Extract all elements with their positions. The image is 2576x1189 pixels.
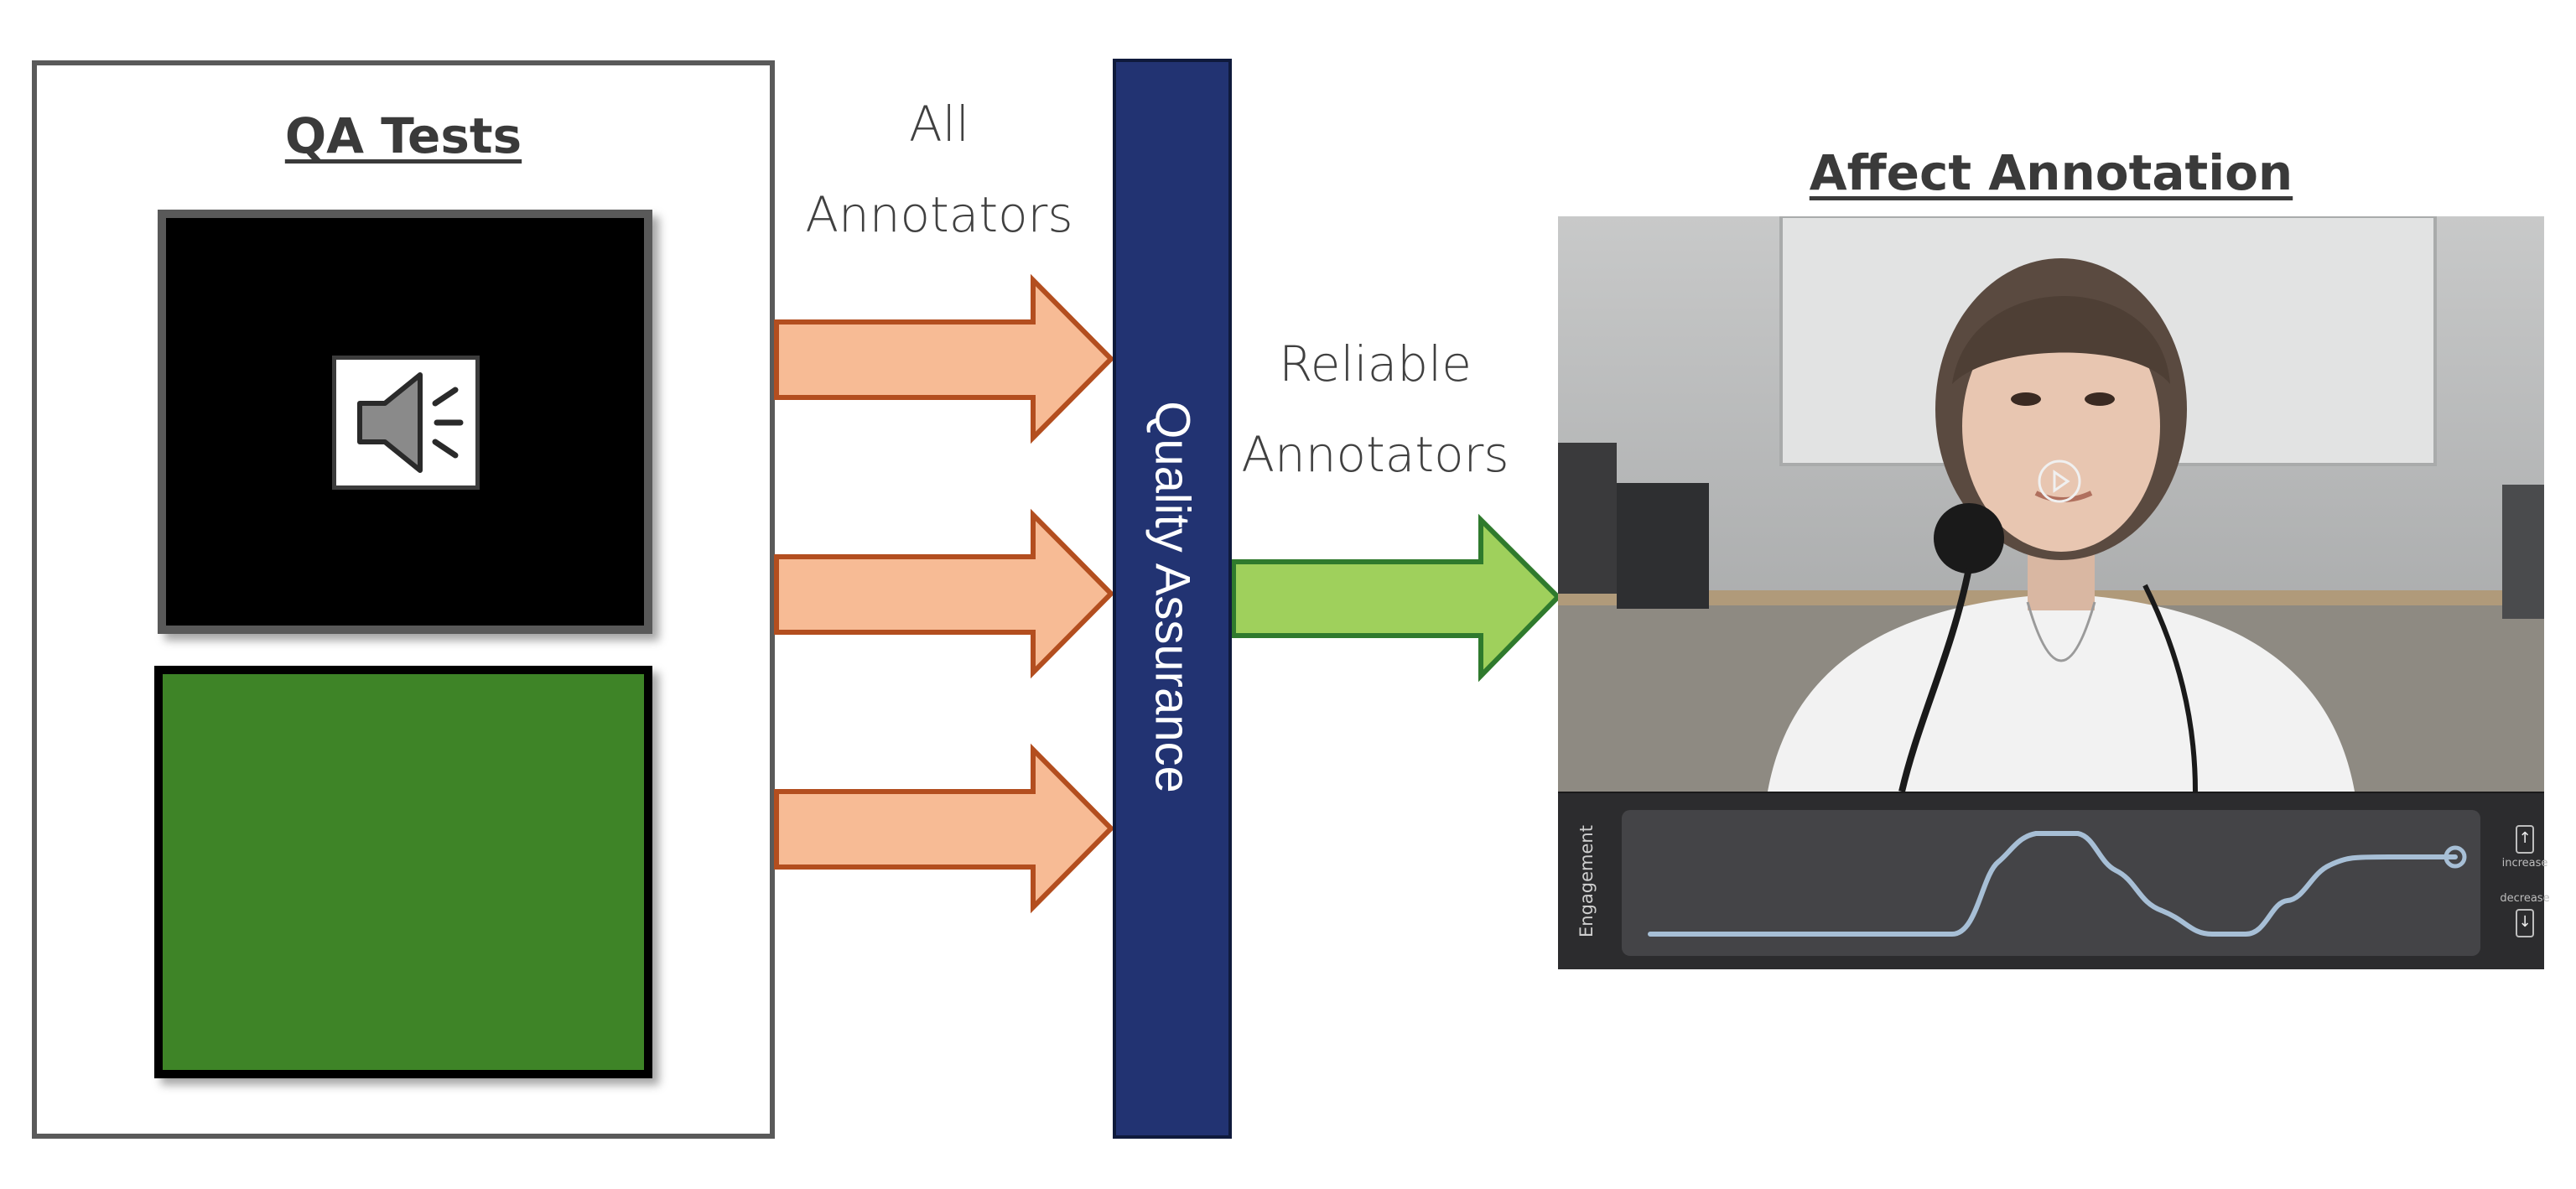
input-arrow-bottom: [774, 743, 1115, 914]
affect-annotation-title: Affect Annotation: [1809, 144, 2293, 201]
quality-assurance-label: Quality Assurance: [1145, 401, 1200, 793]
qa-tests-title: QA Tests: [284, 107, 522, 164]
decrease-label: decrease: [2500, 892, 2550, 905]
increase-label: increase: [2501, 857, 2548, 870]
trace-cursor: [2444, 845, 2467, 869]
input-arrow-top: [774, 273, 1115, 444]
reliable-annotators-label: Reliable Annotators: [1241, 335, 1509, 483]
quality-assurance-bar: [1113, 59, 1232, 1139]
decrease-button[interactable]: ↓: [2516, 909, 2534, 937]
all-annotators-label: All Annotators: [805, 96, 1073, 243]
annotation-trace-panel: Engagement ↑ increase decrease ↓: [1558, 792, 2550, 969]
engagement-trace: [1648, 831, 2467, 937]
visual-test-box: [154, 666, 652, 1078]
trace-line: [1648, 831, 2458, 937]
output-arrow: [1231, 513, 1562, 683]
video-frame: [1558, 216, 2544, 792]
increase-button[interactable]: ↑: [2516, 825, 2534, 854]
speaker-icon: [332, 356, 480, 490]
input-arrow-middle: [774, 508, 1115, 679]
